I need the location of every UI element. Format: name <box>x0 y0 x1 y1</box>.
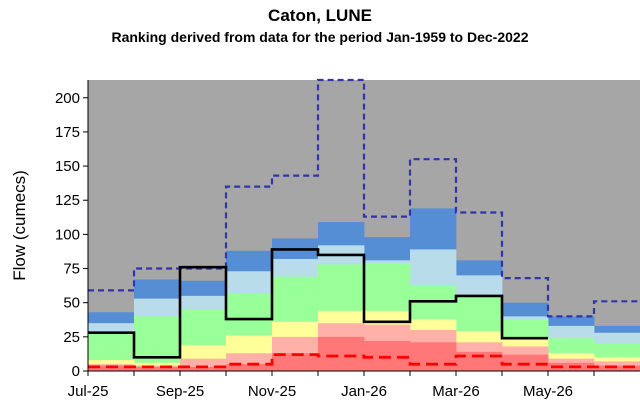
x-tick-label: Jul-25 <box>68 383 109 400</box>
band-1-month-5 <box>272 353 319 371</box>
x-tick-label: Sep-25 <box>156 383 204 400</box>
band-4-month-2 <box>134 316 181 371</box>
band-1-month-2 <box>134 366 181 371</box>
y-tick-label: 175 <box>55 124 80 141</box>
y-axis-label: Flow (cumecs) <box>10 170 29 281</box>
band-1-month-4 <box>226 364 273 371</box>
band-1-month-8 <box>410 342 457 371</box>
y-tick-label: 50 <box>63 295 80 312</box>
y-tick-label: 200 <box>55 90 80 107</box>
y-tick-label: 100 <box>55 226 80 243</box>
min-flow-line <box>88 353 640 369</box>
y-tick-label: 25 <box>63 329 80 346</box>
band-1-month-3 <box>180 366 227 371</box>
y-axis: 0 25 50 75 100 125 150 175 200 <box>55 80 89 380</box>
y-tick-label: 75 <box>63 261 80 278</box>
y-tick-label: 0 <box>72 363 80 380</box>
flow-lines <box>88 78 640 369</box>
x-tick-label: Nov-25 <box>248 383 296 400</box>
observed-flow-line <box>88 248 548 359</box>
y-tick-label: 125 <box>55 192 80 209</box>
chart-subtitle: Ranking derived from data for the period… <box>111 29 529 45</box>
x-axis: Jul-25 Sep-25 Nov-25 Jan-26 Mar-26 May-26 <box>68 370 640 400</box>
x-tick-label: Jan-26 <box>341 383 387 400</box>
y-tick-label: 150 <box>55 158 80 175</box>
x-tick-label: Mar-26 <box>432 383 480 400</box>
chart-title: Caton, LUNE <box>268 6 372 25</box>
band-1-month-6 <box>318 336 365 371</box>
x-tick-label: May-26 <box>523 383 573 400</box>
